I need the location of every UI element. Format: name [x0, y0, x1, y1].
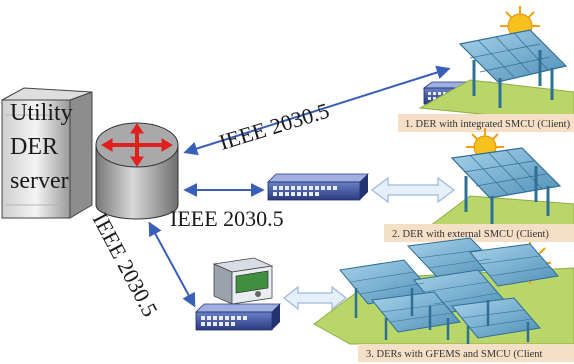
utility-server: Utility DER server [1, 87, 179, 220]
smcu-switch-3 [195, 303, 281, 331]
link-arrow-3 [283, 285, 347, 311]
connectors [148, 65, 451, 308]
caption-der-1: 1. DER with integrated SMCU (Client) [405, 119, 571, 130]
server-label-line3: server [10, 168, 69, 194]
solar-scene-2: 2. DER with external SMCU (Client) [384, 128, 574, 242]
link-arrow-2 [371, 176, 455, 204]
server-label-line1: Utility [10, 100, 73, 126]
gfems-device-icon [212, 257, 274, 305]
connector-to-der3 [148, 221, 196, 308]
server-label-line2: DER [10, 134, 58, 160]
caption-der-3: 3. DERs with GFEMS and SMCU (Client [366, 349, 543, 360]
smcu-switch-2 [267, 173, 369, 201]
connector-to-der1 [183, 65, 451, 156]
caption-der-2: 2. DER with external SMCU (Client) [392, 229, 549, 240]
protocol-label-top: IEEE 2030.5 [216, 98, 332, 155]
router-icon [95, 122, 179, 220]
solar-scene-3: 3. DERs with GFEMS and SMCU (Client [313, 237, 574, 362]
solar-scene-1: 1. DER with integrated SMCU (Client) [398, 6, 574, 132]
protocol-label-middle: IEEE 2030.5 [170, 206, 284, 231]
